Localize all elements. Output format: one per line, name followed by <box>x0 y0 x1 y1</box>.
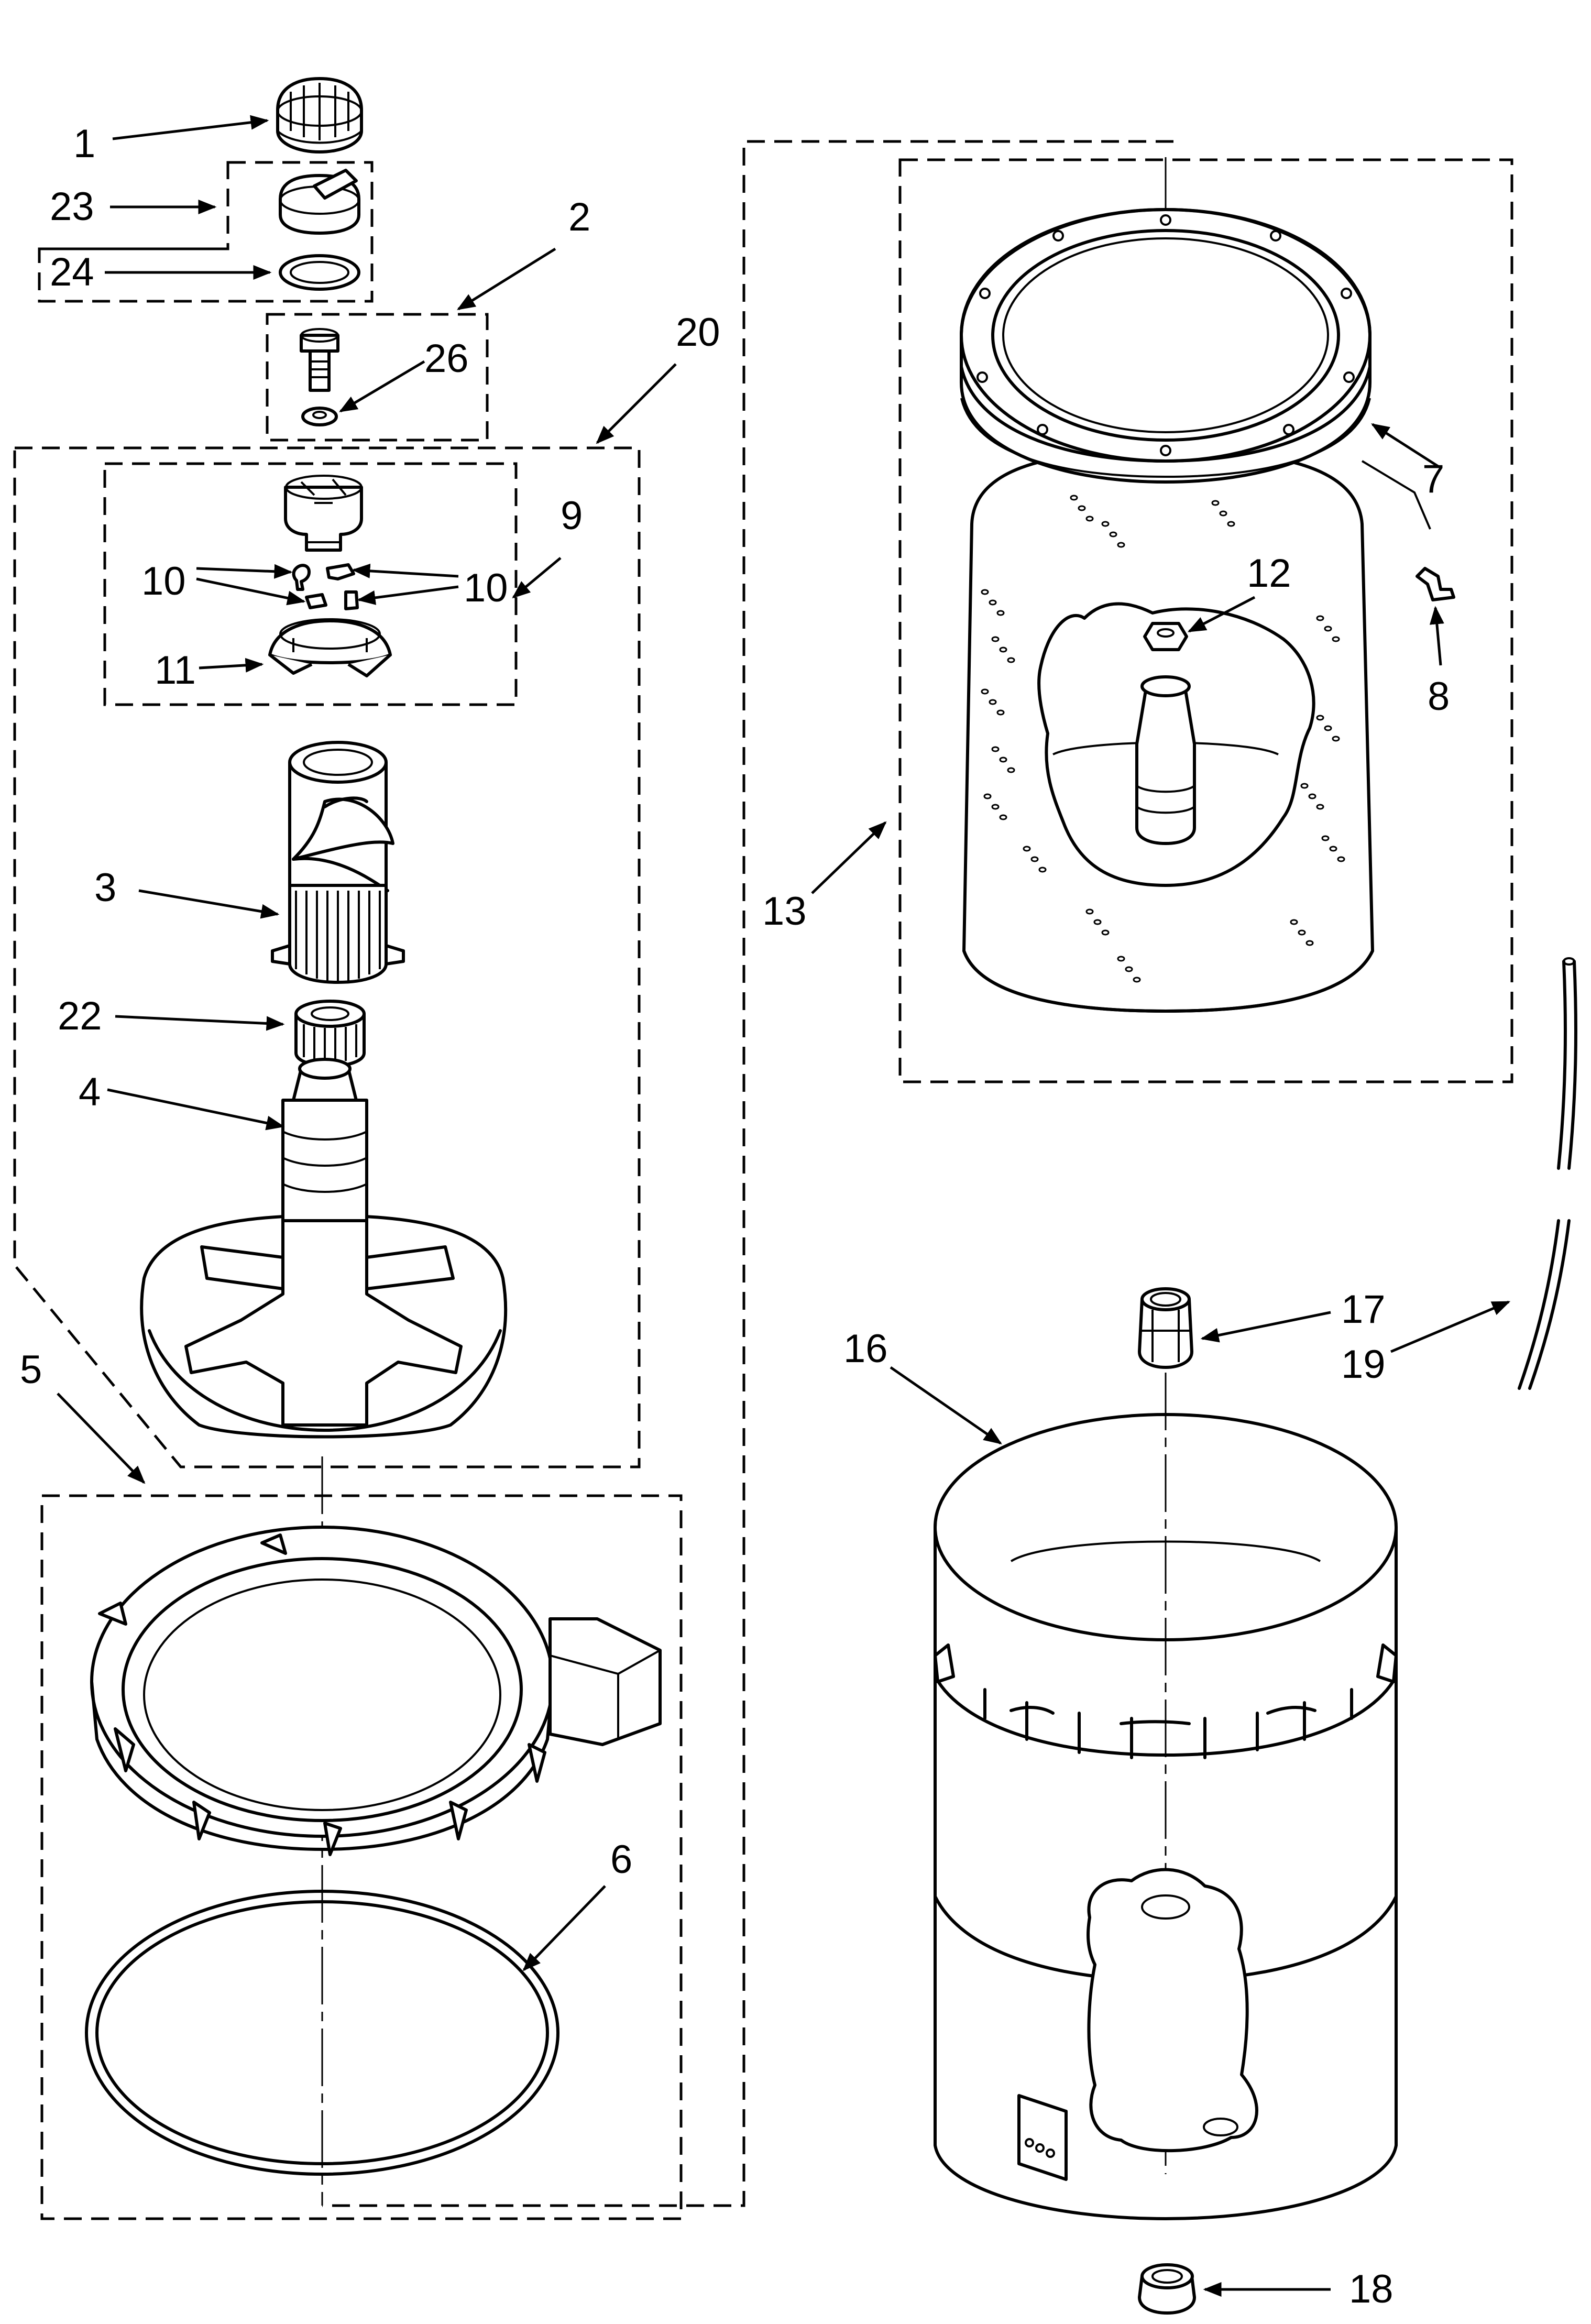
part-17-bearing <box>1138 1287 1193 1369</box>
part-13-wash-basket <box>962 449 1374 1013</box>
callout-labels: 1 23 24 2 26 20 9 10 10 11 3 22 4 5 6 7 … <box>20 122 1450 2311</box>
callout-9: 9 <box>561 494 583 538</box>
part-6-tub-seal <box>85 1890 559 2176</box>
part-8-clip <box>1361 460 1455 601</box>
part-7-balance-ring <box>960 208 1371 484</box>
group-box-23 <box>38 161 374 303</box>
part-10-dogs <box>292 563 359 610</box>
part-1-cap <box>276 77 363 154</box>
callout-4: 4 <box>79 1070 101 1114</box>
callout-10-left: 10 <box>141 559 186 604</box>
callout-23: 23 <box>50 184 94 229</box>
part-12-hub-nut <box>1143 622 1188 651</box>
callout-18: 18 <box>1349 2267 1394 2311</box>
callout-16: 16 <box>843 1327 888 1371</box>
part-4-agitator-base <box>140 1058 508 1439</box>
callout-24: 24 <box>50 250 94 294</box>
callout-22: 22 <box>58 994 102 1038</box>
part-5-tub-ring <box>90 1526 662 1856</box>
callout-7: 7 <box>1422 457 1444 501</box>
callout-5: 5 <box>20 1347 42 1392</box>
part-22-spline-insert <box>294 1000 366 1068</box>
part-26-washer <box>301 407 338 426</box>
callout-20: 20 <box>676 310 720 355</box>
part-9-agitator-dog-top <box>284 475 363 552</box>
callout-26: 26 <box>424 336 469 381</box>
callout-3: 3 <box>94 865 116 910</box>
callout-13: 13 <box>762 889 807 934</box>
callout-1: 1 <box>73 122 95 166</box>
callout-2: 2 <box>568 195 590 239</box>
group-box-20 <box>13 446 641 1468</box>
part-24-ring <box>279 254 360 291</box>
part-3-auger <box>271 741 405 984</box>
grouping-boxes <box>13 140 1513 2220</box>
part-16-outer-tub <box>934 1413 1398 2220</box>
leader-lines <box>57 115 1511 2297</box>
part-2-bolt <box>300 328 339 392</box>
callout-11: 11 <box>155 648 196 693</box>
connector-line <box>322 140 1173 2207</box>
callout-19: 19 <box>1341 1342 1386 1387</box>
group-box-13 <box>898 158 1513 1083</box>
callout-6: 6 <box>610 1837 632 1882</box>
part-11-cam <box>268 618 392 677</box>
callout-12: 12 <box>1247 551 1291 596</box>
callout-17: 17 <box>1341 1287 1386 1332</box>
part-19-hose <box>1518 957 1577 1390</box>
basket-perforations <box>981 495 1345 983</box>
callout-8: 8 <box>1428 674 1450 719</box>
group-box-2 <box>266 313 489 442</box>
callout-10-right: 10 <box>464 566 508 610</box>
part-18-plug <box>1138 2263 1196 2315</box>
part-23-cap-insert <box>279 169 360 235</box>
